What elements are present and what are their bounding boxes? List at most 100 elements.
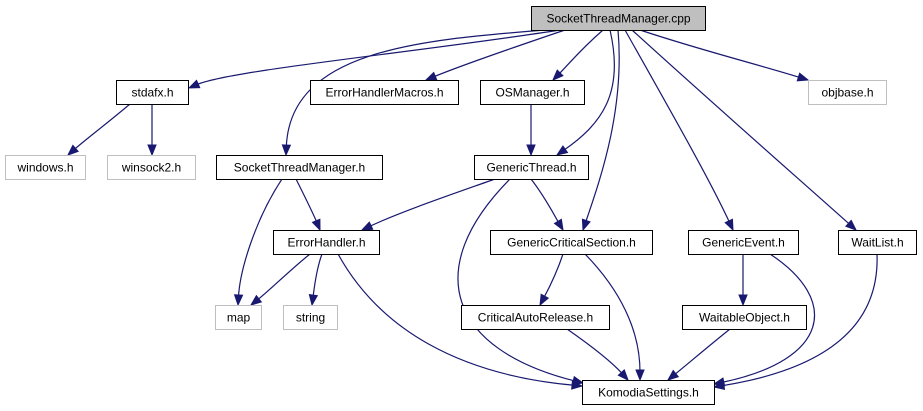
node-string[interactable]: string — [283, 305, 338, 330]
arrow-head-icon — [571, 380, 584, 390]
node-errmacros[interactable]: ErrorHandlerMacros.h — [310, 80, 459, 105]
node-box[interactable] — [582, 380, 715, 405]
node-box[interactable] — [474, 155, 589, 180]
edge-root-to-waitlist — [631, 29, 858, 231]
edge-line — [337, 253, 575, 386]
edge-genevent-to-waitable — [738, 254, 748, 307]
edge-errhandler-to-string — [308, 253, 323, 307]
node-objbase[interactable]: objbase.h — [808, 80, 887, 105]
node-root[interactable]: SocketThreadManager.cpp — [531, 6, 706, 31]
node-label: string — [296, 311, 325, 325]
node-box[interactable] — [531, 6, 706, 31]
edge-critauto-to-komodia — [566, 328, 629, 382]
node-gencrit[interactable]: GenericCriticalSection.h — [490, 230, 653, 255]
node-critauto[interactable]: CriticalAutoRelease.h — [461, 305, 610, 330]
node-label: ErrorHandlerMacros.h — [325, 86, 443, 100]
arrow-head-icon — [738, 294, 748, 307]
edge-line — [295, 178, 318, 223]
edge-line — [721, 253, 878, 387]
arrow-head-icon — [526, 144, 536, 157]
node-box[interactable] — [490, 230, 653, 255]
arrow-head-icon — [539, 293, 550, 307]
node-label: objbase.h — [821, 86, 873, 100]
edge-root-to-genthread — [555, 29, 615, 156]
node-box[interactable] — [283, 305, 338, 330]
node-label: stdafx.h — [131, 86, 173, 100]
arrow-head-icon — [796, 72, 810, 82]
edge-stdafx-to-windows — [66, 103, 131, 156]
edge-line — [721, 253, 816, 383]
edge-line — [624, 29, 731, 223]
node-box[interactable] — [116, 80, 189, 105]
edge-line — [543, 253, 564, 299]
arrow-head-icon — [724, 218, 734, 232]
node-box[interactable] — [310, 80, 459, 105]
node-stmh[interactable]: SocketThreadManager.h — [216, 155, 383, 180]
edge-line — [584, 253, 641, 373]
arrow-head-icon — [233, 294, 244, 307]
edge-root-to-gencrit — [581, 29, 620, 232]
edge-line — [285, 29, 546, 148]
arrow-head-icon — [666, 369, 680, 381]
node-komodia[interactable]: KomodiaSettings.h — [582, 380, 715, 405]
node-windows[interactable]: windows.h — [5, 155, 86, 180]
arrow-head-icon — [553, 218, 564, 232]
arrow-head-icon — [66, 144, 80, 156]
edge-line — [196, 29, 561, 86]
edge-root-to-errmacros — [424, 29, 566, 81]
edge-gencrit-to-komodia — [584, 253, 645, 382]
arrow-head-icon — [360, 221, 374, 231]
node-label: OSManager.h — [495, 86, 569, 100]
edge-stmh-to-errhandler — [295, 178, 321, 232]
arrow-head-icon — [187, 79, 201, 89]
node-errhandler[interactable]: ErrorHandler.h — [273, 230, 380, 255]
node-waitable[interactable]: WaitableObject.h — [682, 305, 807, 330]
node-label: CriticalAutoRelease.h — [478, 311, 593, 325]
arrow-head-icon — [424, 71, 438, 81]
node-waitlist[interactable]: WaitList.h — [838, 230, 917, 255]
node-label: windows.h — [16, 161, 73, 175]
node-box[interactable] — [107, 155, 196, 180]
arrow-head-icon — [617, 369, 629, 382]
node-map[interactable]: map — [215, 305, 262, 330]
edge-errhandler-to-komodia — [337, 253, 584, 390]
arrow-head-icon — [581, 218, 591, 232]
node-box[interactable] — [273, 230, 380, 255]
edge-root-to-stdafx — [187, 29, 561, 89]
edge-genthread-to-errhandler — [360, 178, 496, 231]
node-label: winsock2.h — [121, 161, 181, 175]
edge-osmanager-to-genthread — [526, 104, 536, 157]
node-box[interactable] — [838, 230, 917, 255]
node-winsock2[interactable]: winsock2.h — [107, 155, 196, 180]
arrow-head-icon — [712, 380, 726, 391]
node-label: GenericEvent.h — [702, 236, 785, 250]
node-box[interactable] — [461, 305, 610, 330]
edge-line — [256, 253, 311, 301]
node-box[interactable] — [5, 155, 86, 180]
arrow-head-icon — [147, 144, 157, 157]
node-box[interactable] — [215, 305, 262, 330]
node-stdafx[interactable]: stdafx.h — [116, 80, 189, 105]
edge-line — [433, 29, 566, 78]
arrow-head-icon — [308, 293, 319, 307]
node-box[interactable] — [480, 80, 585, 105]
node-box[interactable] — [682, 305, 807, 330]
edges-layer — [66, 29, 878, 391]
arrow-head-icon — [555, 145, 569, 156]
node-genevent[interactable]: GenericEvent.h — [688, 230, 799, 255]
arrow-head-icon — [311, 218, 321, 232]
arrow-head-icon — [249, 294, 263, 306]
edge-line — [566, 328, 624, 375]
node-box[interactable] — [216, 155, 383, 180]
node-box[interactable] — [808, 80, 887, 105]
node-label: GenericThread.h — [486, 161, 576, 175]
edge-stmh-to-map — [233, 178, 283, 307]
node-label: SocketThreadManager.h — [234, 161, 365, 175]
edge-waitlist-to-komodia — [712, 253, 878, 391]
node-box[interactable] — [688, 230, 799, 255]
node-genthread[interactable]: GenericThread.h — [474, 155, 589, 180]
node-osmanager[interactable]: OSManager.h — [480, 80, 585, 105]
edge-root-to-genevent — [624, 29, 734, 232]
edge-line — [563, 29, 615, 151]
